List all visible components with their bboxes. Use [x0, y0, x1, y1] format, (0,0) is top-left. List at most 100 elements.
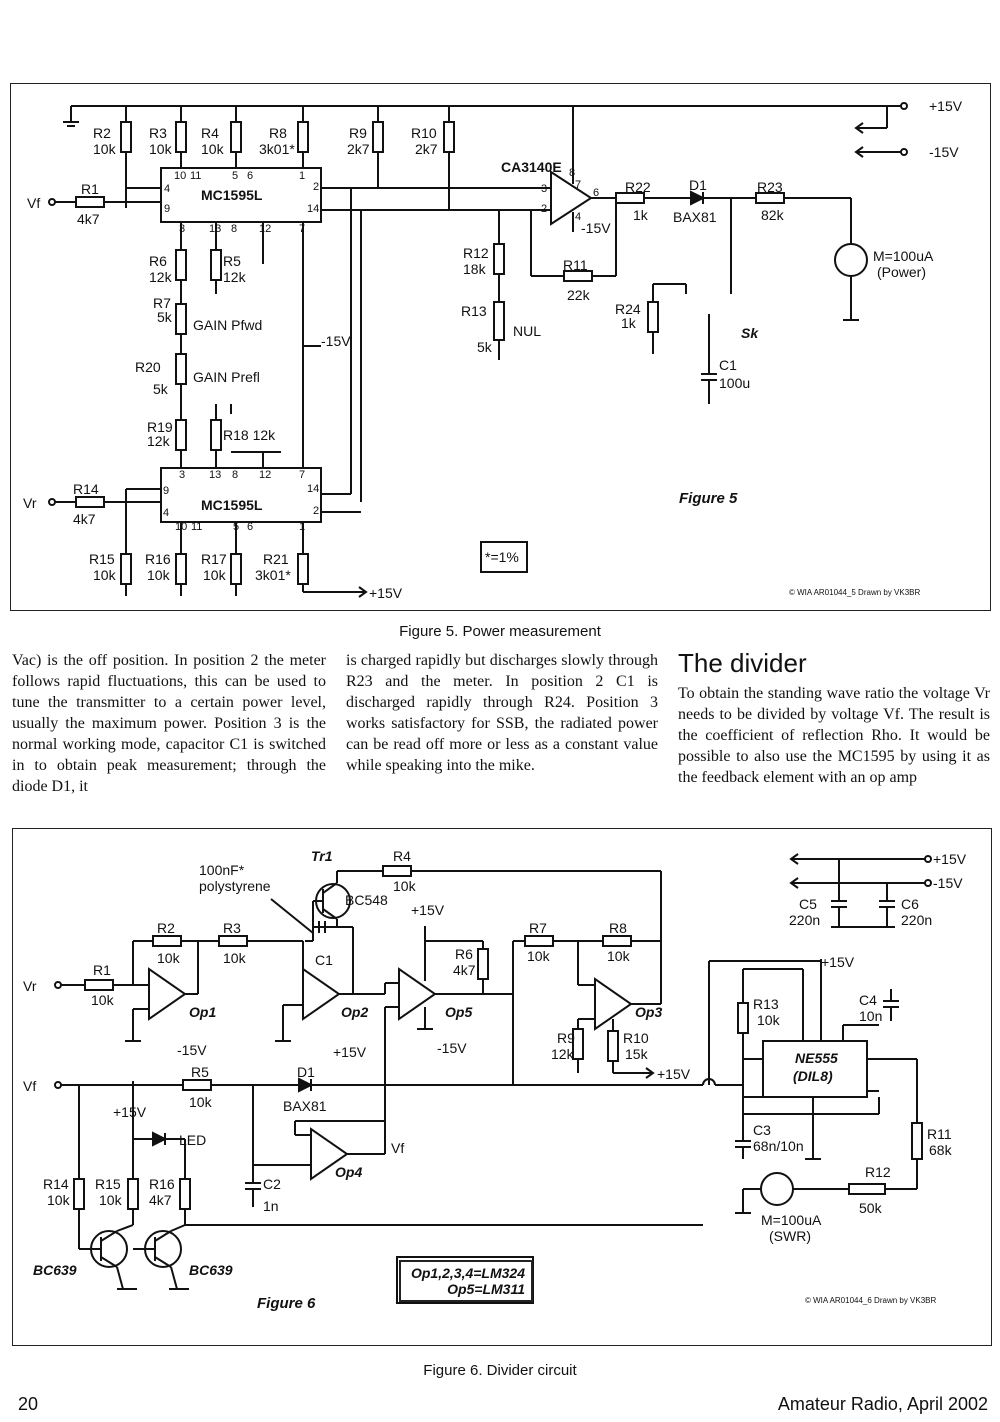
r22-value: 1k: [633, 207, 648, 223]
rail-neg-label: -15V: [933, 875, 963, 891]
r13-label: R13: [461, 303, 487, 319]
r15-label: R15: [95, 1176, 121, 1192]
r15-value: 10k: [99, 1192, 122, 1208]
c2-label: C2: [263, 1176, 281, 1192]
vf-input-label: Vf: [27, 195, 41, 211]
pin-label: 7: [575, 179, 582, 191]
pin-label: 7: [299, 223, 306, 235]
r2-value: 10k: [157, 950, 180, 966]
r11-value: 22k: [567, 287, 590, 303]
op1-label: Op1: [189, 1004, 217, 1020]
led-label: LED: [179, 1132, 207, 1148]
r14-value: 4k7: [73, 511, 96, 527]
ic-bottom-label: MC1595L: [201, 497, 263, 513]
nul-label: NUL: [513, 323, 542, 339]
d1-label: D1: [689, 177, 707, 193]
pos-supply-bottom: +15V: [369, 585, 403, 601]
r4-label: R4: [393, 848, 411, 864]
pin-label: 2: [313, 505, 320, 517]
tolerance-note: *=1%: [485, 549, 519, 565]
dil8-label: (DIL8): [793, 1068, 833, 1084]
gain-pfwd-label: GAIN Pfwd: [193, 317, 263, 333]
supply-op2: +15V: [333, 1044, 367, 1060]
r21-label: R21: [263, 551, 289, 567]
r14-label: R14: [73, 481, 99, 497]
d1-type: BAX81: [283, 1098, 327, 1114]
r5-label: R5: [191, 1064, 209, 1080]
r2-value: 10k: [93, 141, 116, 157]
opamp-neg-supply: -15V: [581, 220, 611, 236]
op4-label: Op4: [335, 1164, 363, 1180]
c3-label: C3: [753, 1122, 771, 1138]
supply-555: +15V: [821, 954, 855, 970]
r10-value: 2k7: [415, 141, 438, 157]
supply-op5-neg: -15V: [437, 1040, 467, 1056]
body-column-2: is charged rapidly but discharges slowly…: [346, 652, 658, 774]
c1-value: 100u: [719, 375, 751, 391]
supply-op5: +15V: [411, 902, 445, 918]
r10-label: R10: [411, 125, 437, 141]
gain-prefl-label: GAIN Prefl: [193, 369, 260, 385]
r4-value: 10k: [393, 878, 416, 894]
r6-label: R6: [455, 946, 473, 962]
r9-value: 12k: [551, 1046, 574, 1062]
r10-label: R10: [623, 1030, 649, 1046]
r15-value: 10k: [93, 567, 116, 583]
r6-label: R6: [149, 253, 167, 269]
r14-value: 10k: [47, 1192, 70, 1208]
r5-label: R5: [223, 253, 241, 269]
r2-label: R2: [157, 920, 175, 936]
r20-value: 5k: [153, 381, 168, 397]
op3-label: Op3: [635, 1004, 663, 1020]
rail-pos-label: +15V: [933, 851, 967, 867]
r4-value: 10k: [201, 141, 224, 157]
meter-label: M=100uA: [761, 1212, 822, 1228]
pin-label: 7: [299, 469, 306, 481]
r17-label: R17: [201, 551, 227, 567]
ne555-label: NE555: [795, 1050, 838, 1066]
pin-label: 10: [175, 521, 188, 533]
c2-value: 1n: [263, 1198, 279, 1214]
r5-value: 10k: [189, 1094, 212, 1110]
r18-label: R18 12k: [223, 427, 276, 443]
r12-label: R12: [463, 245, 489, 261]
pin-label: 6: [593, 187, 600, 199]
pin-label: 4: [163, 507, 170, 519]
r6-value: 12k: [149, 269, 172, 285]
r19-value: 12k: [147, 433, 170, 449]
pin-label: 11: [191, 521, 203, 533]
vf-input-label: Vf: [23, 1078, 37, 1094]
pin-label: 13: [209, 223, 222, 235]
pin-label: 6: [247, 521, 254, 533]
r19-label: R19: [147, 419, 173, 435]
r3-label: R3: [223, 920, 241, 936]
meter-function: (Power): [877, 264, 927, 280]
r1-label: R1: [81, 181, 99, 197]
pin-label: 1: [299, 170, 306, 182]
vr-input-label: Vr: [23, 978, 37, 994]
pin-label: 10: [174, 170, 187, 182]
pin-label: 9: [164, 203, 171, 215]
meter-function: (SWR): [769, 1228, 811, 1244]
r23-label: R23: [757, 179, 783, 195]
pin-label: 14: [307, 483, 320, 495]
pin-label: 2: [541, 203, 548, 215]
r15-label: R15: [89, 551, 115, 567]
pin-label: 8: [569, 167, 576, 179]
meter-label: M=100uA: [873, 248, 934, 264]
r7-label: R7: [529, 920, 547, 936]
r23-value: 82k: [761, 207, 784, 223]
r1-value: 4k7: [77, 211, 100, 227]
bc639-left: BC639: [33, 1262, 77, 1278]
supply-op1: -15V: [177, 1042, 207, 1058]
op5-label: Op5: [445, 1004, 473, 1020]
r24-value: 1k: [621, 315, 636, 331]
r9-label: R9: [557, 1030, 575, 1046]
r5-value: 12k: [223, 269, 246, 285]
d1-type: BAX81: [673, 209, 717, 225]
r12-value: 50k: [859, 1200, 882, 1216]
journal-name: Amateur Radio, April 2002: [777, 1394, 988, 1414]
pin-label: 12: [259, 223, 272, 235]
figure-5-schematic: R2 10k R3 10k R4 10k R8 3k01* R9 2k7 R10…: [10, 83, 991, 611]
pin-label: 3: [541, 183, 548, 195]
